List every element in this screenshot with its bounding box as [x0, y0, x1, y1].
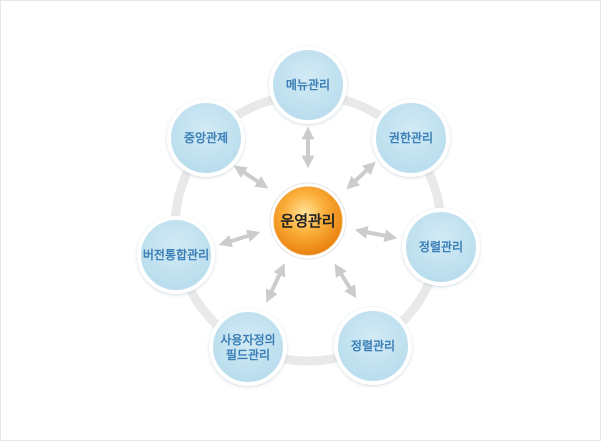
node-user-field-label-line2: 필드관리: [226, 347, 270, 362]
node-permission: 권한관리: [372, 99, 450, 177]
node-sort-right-circle: [402, 208, 480, 286]
arrows: [218, 126, 398, 303]
node-user-field: 사용자정의 필드관리: [209, 308, 287, 386]
node-menu-circle: [269, 46, 347, 124]
arrow-sort-right: [354, 225, 398, 243]
node-version-label: 버전통합관리: [143, 247, 209, 262]
center-hub-label: 운영관리: [280, 212, 335, 230]
center-hub-circle: [273, 186, 343, 256]
node-central-label: 중앙관제: [184, 130, 228, 145]
node-user-field-circle: [209, 308, 287, 386]
arrow-central: [233, 165, 269, 189]
node-permission-circle: [372, 99, 450, 177]
center-hub: 운영관리: [269, 182, 347, 260]
node-central: 중앙관제: [167, 99, 245, 177]
node-user-field-label-line1: 사용자정의: [220, 332, 275, 347]
arrow-sort-bottom: [334, 263, 357, 299]
arrow-version: [218, 229, 261, 248]
node-central-circle: [167, 99, 245, 177]
node-permission-label: 권한관리: [389, 130, 433, 145]
node-sort-bottom: 정렬관리: [334, 307, 412, 385]
arrow-permission: [346, 161, 376, 190]
node-sort-bottom-label: 정렬관리: [351, 338, 395, 353]
node-sort-right: 정렬관리: [402, 208, 480, 286]
node-version: 버전통합관리: [137, 216, 215, 294]
node-sort-bottom-circle: [334, 307, 412, 385]
arrow-user-field: [265, 263, 286, 303]
node-version-circle: [137, 216, 215, 294]
node-sort-right-label: 정렬관리: [419, 239, 463, 254]
node-menu-label: 메뉴관리: [286, 77, 330, 92]
node-menu: 메뉴관리: [269, 46, 347, 124]
